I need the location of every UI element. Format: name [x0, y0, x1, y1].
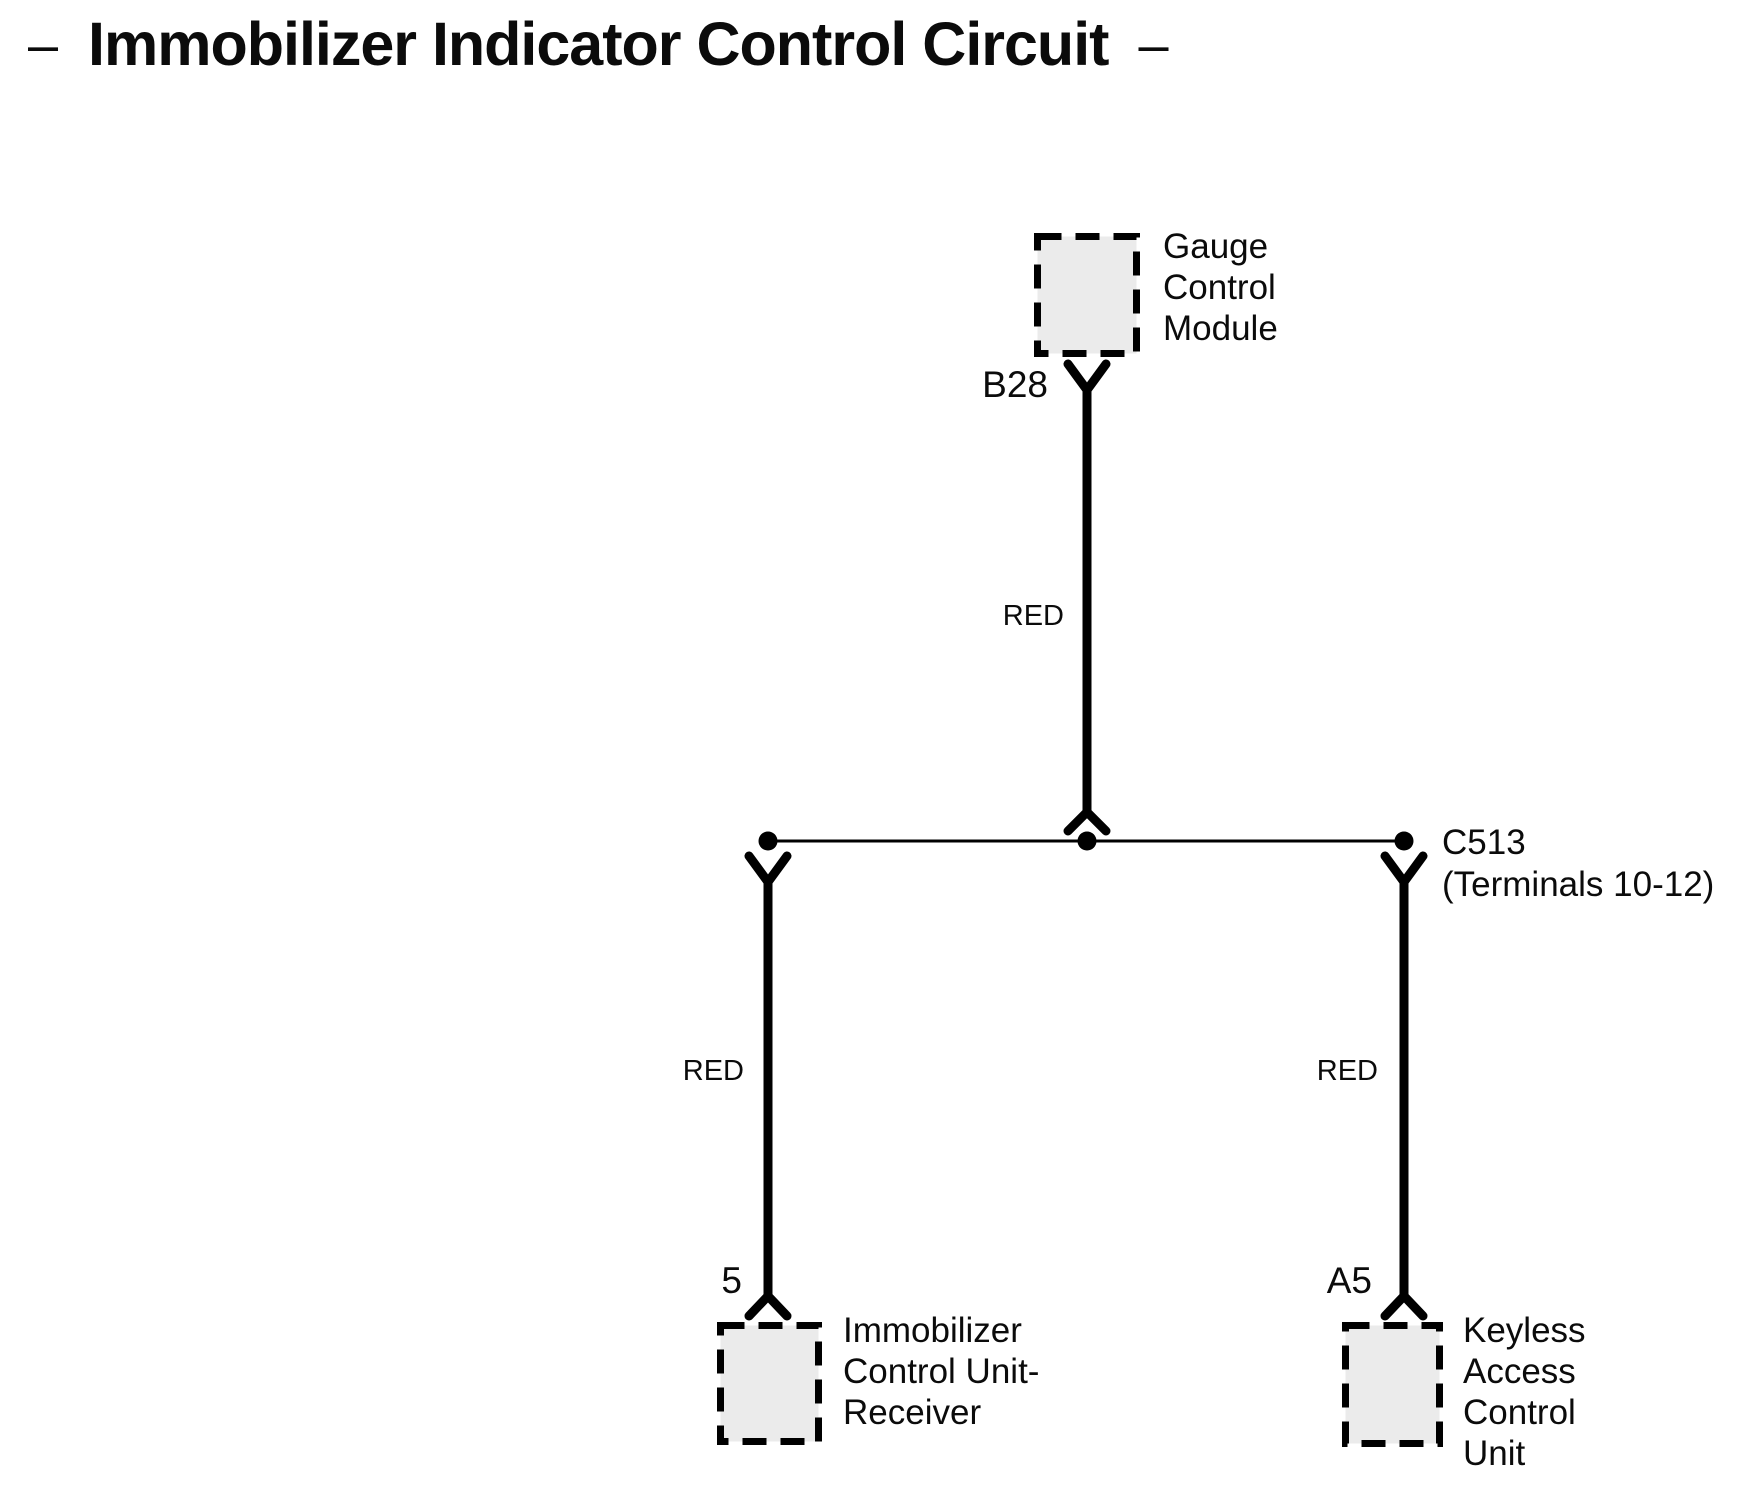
immobilizer-label-line3: Receiver [843, 1393, 982, 1432]
immobilizer-label-line2: Control Unit- [843, 1352, 1040, 1391]
wire-color-top-label: RED [1002, 600, 1064, 632]
wire-color-left-label: RED [682, 1055, 744, 1087]
connector-fork-left-top-icon [744, 851, 792, 887]
keyless-label-line2: Access [1463, 1352, 1576, 1391]
page-title-text: Immobilizer Indicator Control Circuit [88, 10, 1109, 78]
keyless-label-line1: Keyless [1463, 1311, 1586, 1350]
wire-color-right-label: RED [1316, 1055, 1378, 1087]
connector-fork-right-top-icon [1380, 851, 1428, 887]
page-title: – Immobilizer Indicator Control Circuit … [28, 14, 1169, 75]
connector-fork-center-icon [1063, 807, 1111, 836]
keyless-access-control-unit-label: Keyless Access Control Unit [1463, 1310, 1586, 1474]
splice-dot-left [758, 831, 778, 851]
keyless-access-control-unit-box [1342, 1322, 1443, 1447]
connector-fork-left-bottom-icon [744, 1291, 792, 1321]
gauge-control-module-label: Gauge Control Module [1163, 226, 1278, 349]
splice-dot-right [1394, 831, 1414, 851]
splice-dot-center [1077, 831, 1097, 851]
splice-id: C513 [1442, 823, 1526, 862]
gauge-label-line3: Module [1163, 309, 1278, 348]
gauge-control-module-box [1034, 233, 1140, 357]
title-trailing-dash: – [1138, 14, 1169, 75]
keyless-label-line3: Control [1463, 1393, 1576, 1432]
immobilizer-control-unit-label: Immobilizer Control Unit- Receiver [843, 1310, 1039, 1433]
splice-c513-label: C513 (Terminals 10-12) [1442, 822, 1714, 906]
keyless-label-line4: Unit [1463, 1434, 1526, 1473]
gauge-label-line2: Control [1163, 268, 1276, 307]
connector-fork-gauge-icon [1063, 359, 1111, 395]
connector-fork-right-bottom-icon [1380, 1291, 1428, 1321]
terminal-a5-label: A5 [1326, 1260, 1372, 1301]
immobilizer-control-unit-box [717, 1322, 822, 1445]
splice-terminals-detail: (Terminals 10-12) [1442, 865, 1715, 904]
title-leading-dash: – [28, 14, 59, 75]
terminal-5-label: 5 [721, 1260, 742, 1301]
gauge-label-line1: Gauge [1163, 227, 1269, 266]
immobilizer-label-line1: Immobilizer [843, 1311, 1022, 1350]
terminal-b28-label: B28 [982, 364, 1048, 405]
